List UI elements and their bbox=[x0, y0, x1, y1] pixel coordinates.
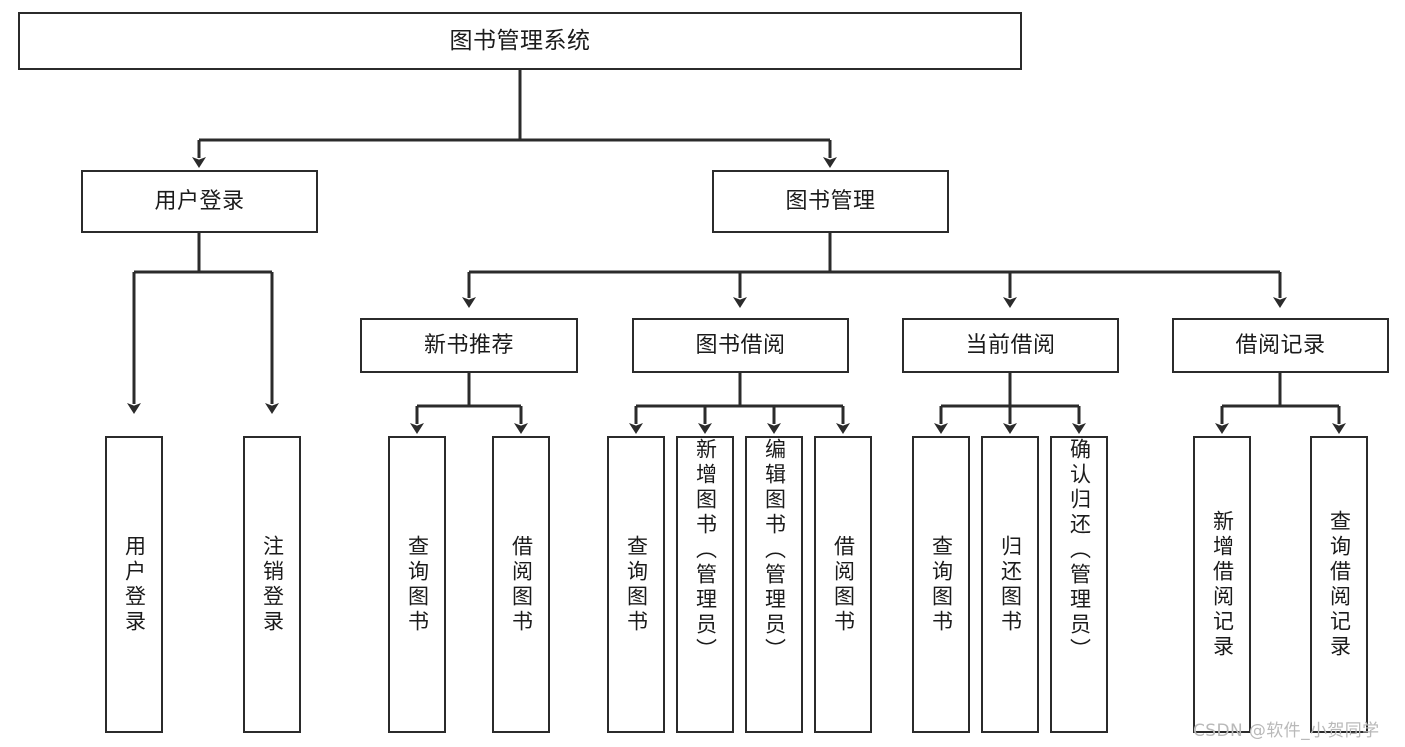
node-leaf-borrow-book-1[interactable]: 借阅图书 bbox=[492, 436, 550, 733]
node-leaf-query-book-2-label: 查询图书 bbox=[624, 534, 649, 635]
node-root[interactable]: 图书管理系统 bbox=[18, 12, 1022, 70]
node-current-borrow-label: 当前借阅 bbox=[965, 332, 1056, 358]
node-leaf-borrow-book-2[interactable]: 借阅图书 bbox=[814, 436, 872, 733]
node-leaf-edit-book-label: 编辑图书（管理员） bbox=[762, 438, 787, 663]
node-leaf-query-record-label: 查询借阅记录 bbox=[1327, 509, 1352, 660]
node-leaf-add-book-label: 新增图书（管理员） bbox=[693, 438, 718, 663]
node-book-borrow-label: 图书借阅 bbox=[695, 332, 786, 358]
node-leaf-user-login[interactable]: 用户登录 bbox=[105, 436, 163, 733]
node-leaf-return-book[interactable]: 归还图书 bbox=[981, 436, 1039, 733]
node-user-login-label: 用户登录 bbox=[154, 188, 245, 214]
node-book-manage-label: 图书管理 bbox=[785, 188, 876, 214]
node-leaf-query-book-3-label: 查询图书 bbox=[929, 534, 954, 635]
node-leaf-add-record[interactable]: 新增借阅记录 bbox=[1193, 436, 1251, 733]
node-leaf-return-book-label: 归还图书 bbox=[998, 534, 1023, 635]
node-leaf-user-logout[interactable]: 注销登录 bbox=[243, 436, 301, 733]
node-leaf-confirm-return[interactable]: 确认归还（管理员） bbox=[1050, 436, 1108, 733]
node-leaf-query-book-1[interactable]: 查询图书 bbox=[388, 436, 446, 733]
node-leaf-edit-book[interactable]: 编辑图书（管理员） bbox=[745, 436, 803, 733]
node-leaf-user-login-label: 用户登录 bbox=[122, 534, 147, 635]
node-leaf-borrow-book-2-label: 借阅图书 bbox=[831, 534, 856, 635]
node-new-book-recommend-label: 新书推荐 bbox=[423, 332, 514, 358]
node-leaf-query-book-1-label: 查询图书 bbox=[405, 534, 430, 635]
node-root-label: 图书管理系统 bbox=[449, 27, 591, 54]
node-user-login[interactable]: 用户登录 bbox=[81, 170, 318, 233]
node-leaf-query-book-2[interactable]: 查询图书 bbox=[607, 436, 665, 733]
node-leaf-query-book-3[interactable]: 查询图书 bbox=[912, 436, 970, 733]
node-borrow-record-label: 借阅记录 bbox=[1235, 332, 1326, 358]
node-new-book-recommend[interactable]: 新书推荐 bbox=[360, 318, 578, 373]
node-leaf-add-book[interactable]: 新增图书（管理员） bbox=[676, 436, 734, 733]
node-leaf-confirm-return-label: 确认归还（管理员） bbox=[1067, 438, 1092, 663]
node-borrow-record[interactable]: 借阅记录 bbox=[1172, 318, 1389, 373]
node-book-manage[interactable]: 图书管理 bbox=[712, 170, 949, 233]
node-leaf-user-logout-label: 注销登录 bbox=[260, 534, 285, 635]
node-current-borrow[interactable]: 当前借阅 bbox=[902, 318, 1119, 373]
node-leaf-add-record-label: 新增借阅记录 bbox=[1210, 509, 1235, 660]
node-leaf-query-record[interactable]: 查询借阅记录 bbox=[1310, 436, 1368, 733]
node-book-borrow[interactable]: 图书借阅 bbox=[632, 318, 849, 373]
node-leaf-borrow-book-1-label: 借阅图书 bbox=[509, 534, 534, 635]
